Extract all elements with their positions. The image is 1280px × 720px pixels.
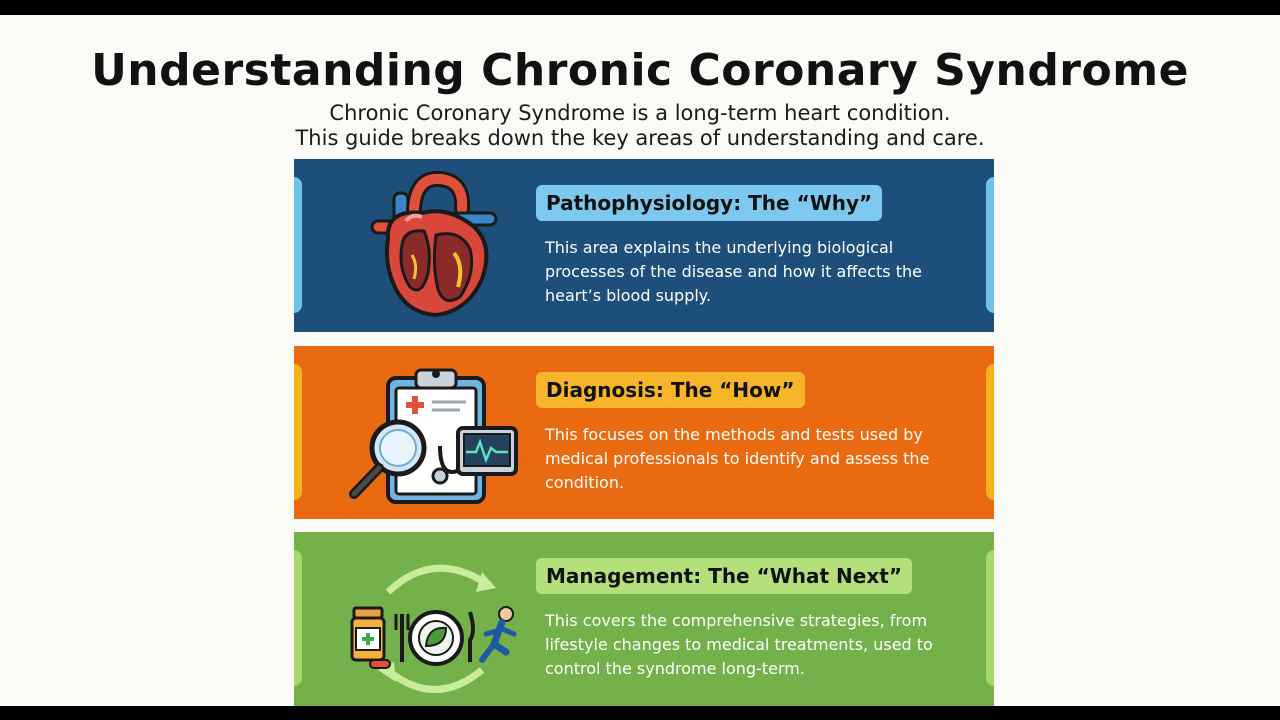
card-tab-right	[986, 177, 994, 313]
pathophysiology-description: This area explains the underlying biolog…	[545, 238, 922, 305]
card-tab-right	[986, 550, 994, 686]
diagnosis-card: Diagnosis: The “How” This focuses on the…	[294, 346, 994, 519]
card-tab-left	[294, 364, 302, 500]
heart-anatomy-icon	[370, 170, 498, 318]
management-description: This covers the comprehensive strategies…	[545, 611, 933, 678]
lifestyle-cycle-icon	[350, 564, 517, 693]
diagnosis-heading: Diagnosis: The “How”	[536, 372, 805, 408]
card-tab-left	[294, 177, 302, 313]
management-card: Management: The “What Next” This covers …	[294, 532, 994, 706]
letterbox-top	[0, 0, 1280, 15]
letterbox-bottom	[0, 706, 1280, 720]
page-title: Understanding Chronic Coronary Syndrome	[91, 45, 1189, 96]
card-tab-left	[294, 550, 302, 686]
subtitle-line-1: Chronic Coronary Syndrome is a long-term…	[329, 101, 951, 125]
card-tab-right	[986, 364, 994, 500]
pathophysiology-heading: Pathophysiology: The “Why”	[536, 185, 883, 221]
clipboard-magnifier-icon	[349, 368, 518, 504]
diagnosis-description: This focuses on the methods and tests us…	[545, 425, 930, 492]
infographic-page: Understanding Chronic Coronary Syndrome …	[0, 15, 1280, 706]
pathophysiology-card: Pathophysiology: The “Why” This area exp…	[294, 159, 994, 332]
subtitle-line-2: This guide breaks down the key areas of …	[295, 126, 985, 150]
management-heading: Management: The “What Next”	[536, 558, 912, 594]
